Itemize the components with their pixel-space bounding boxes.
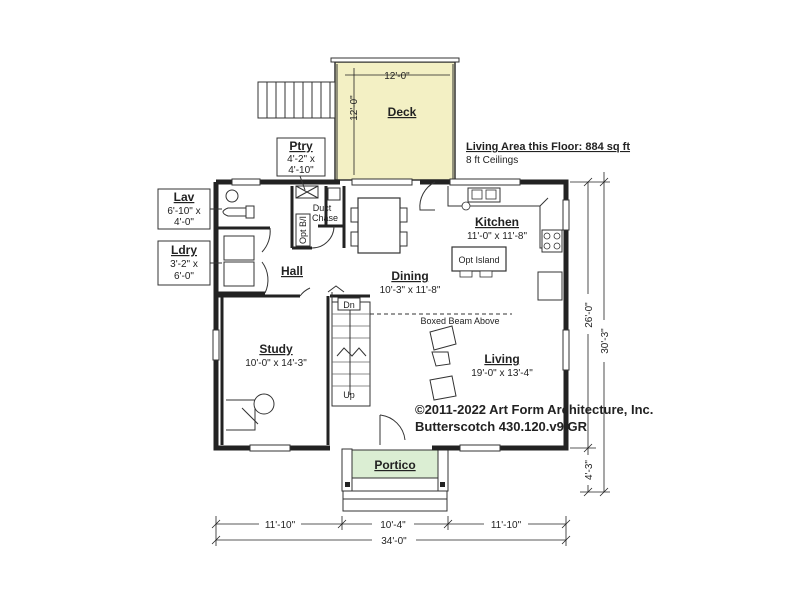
plan-code: Butterscotch 430.120.v9 GR: [415, 419, 588, 434]
stair-up-label: Up: [343, 390, 355, 400]
study-furniture: [226, 393, 275, 431]
dim-bottom-mid: 10'-4": [380, 520, 406, 531]
lav-callout: Lav 6'-10" x 4'-0": [157, 188, 222, 230]
dim-right-main: 26'-0": [584, 302, 595, 328]
lav-fixtures: [222, 189, 255, 219]
chase-label: Chase: [312, 213, 338, 223]
dining-table: [350, 197, 408, 254]
study-dims: 10'-0" x 14'-3": [245, 358, 307, 369]
pantry-callout: Ptry 4'-2" x 4'-10": [276, 137, 326, 191]
hall-label: Hall: [281, 264, 303, 278]
pantry-dims-line2: 4'-10": [288, 165, 314, 176]
dining-dims: 10'-3" x 11'-8": [380, 285, 441, 296]
living-area-title: Living Area this Floor: 884 sq ft: [466, 141, 630, 153]
deck: [330, 57, 460, 181]
portico: [341, 448, 449, 512]
dim-bottom-right: 11'-10": [491, 520, 522, 531]
lav-label: Lav: [174, 190, 195, 204]
living-label: Living: [484, 352, 519, 366]
living-dims: 19'-0" x 13'-4": [471, 368, 533, 379]
interior-walls: [216, 186, 370, 445]
lav-dims-line2: 4'-0": [174, 217, 194, 228]
deck-depth-dim: 12'-0": [349, 95, 360, 121]
kitchen-island: [451, 246, 507, 278]
deck-stairs: [257, 81, 336, 119]
dim-bottom-left: 11'-10": [265, 520, 296, 531]
dim-right-porch: 4'-3": [584, 460, 595, 480]
laundry-appliances: [223, 235, 255, 287]
portico-label: Portico: [374, 458, 415, 472]
pantry-dims-line1: 4'-2" x: [287, 154, 315, 165]
deck-surface: [334, 61, 456, 181]
pantry-label: Ptry: [289, 139, 313, 153]
stairs: [327, 285, 371, 407]
living-chairs: [429, 325, 457, 401]
dim-overall-width: 34'-0": [381, 536, 407, 547]
lav-dims-line1: 6'-10" x: [167, 206, 200, 217]
copyright-line: ©2011-2022 Art Form Architecture, Inc.: [415, 402, 653, 417]
opt-bi-label: Opt B/I: [298, 216, 308, 244]
kitchen-label: Kitchen: [475, 215, 519, 229]
ceiling-height: 8 ft Ceilings: [466, 155, 518, 166]
laundry-dims-line1: 3'-2" x: [170, 259, 198, 270]
boxed-beam-label: Boxed Beam Above: [420, 316, 499, 326]
opt-island-label: Opt Island: [458, 255, 499, 265]
deck-width-dim: 12'-0": [384, 71, 410, 82]
deck-label: Deck: [388, 105, 417, 119]
kitchen-dims: 11'-0" x 11'-8": [467, 231, 527, 242]
laundry-dims-line2: 6'-0": [174, 271, 194, 282]
laundry-label: Ldry: [171, 243, 197, 257]
duct-label: Duct: [313, 203, 332, 213]
kitchen-counters: [447, 186, 563, 301]
stair-down-label: Dn: [343, 300, 355, 310]
dining-label: Dining: [391, 269, 428, 283]
study-label: Study: [259, 342, 293, 356]
dim-right-overall: 30'-3": [600, 328, 611, 354]
laundry-callout: Ldry 3'-2" x 6'-0": [157, 240, 222, 286]
